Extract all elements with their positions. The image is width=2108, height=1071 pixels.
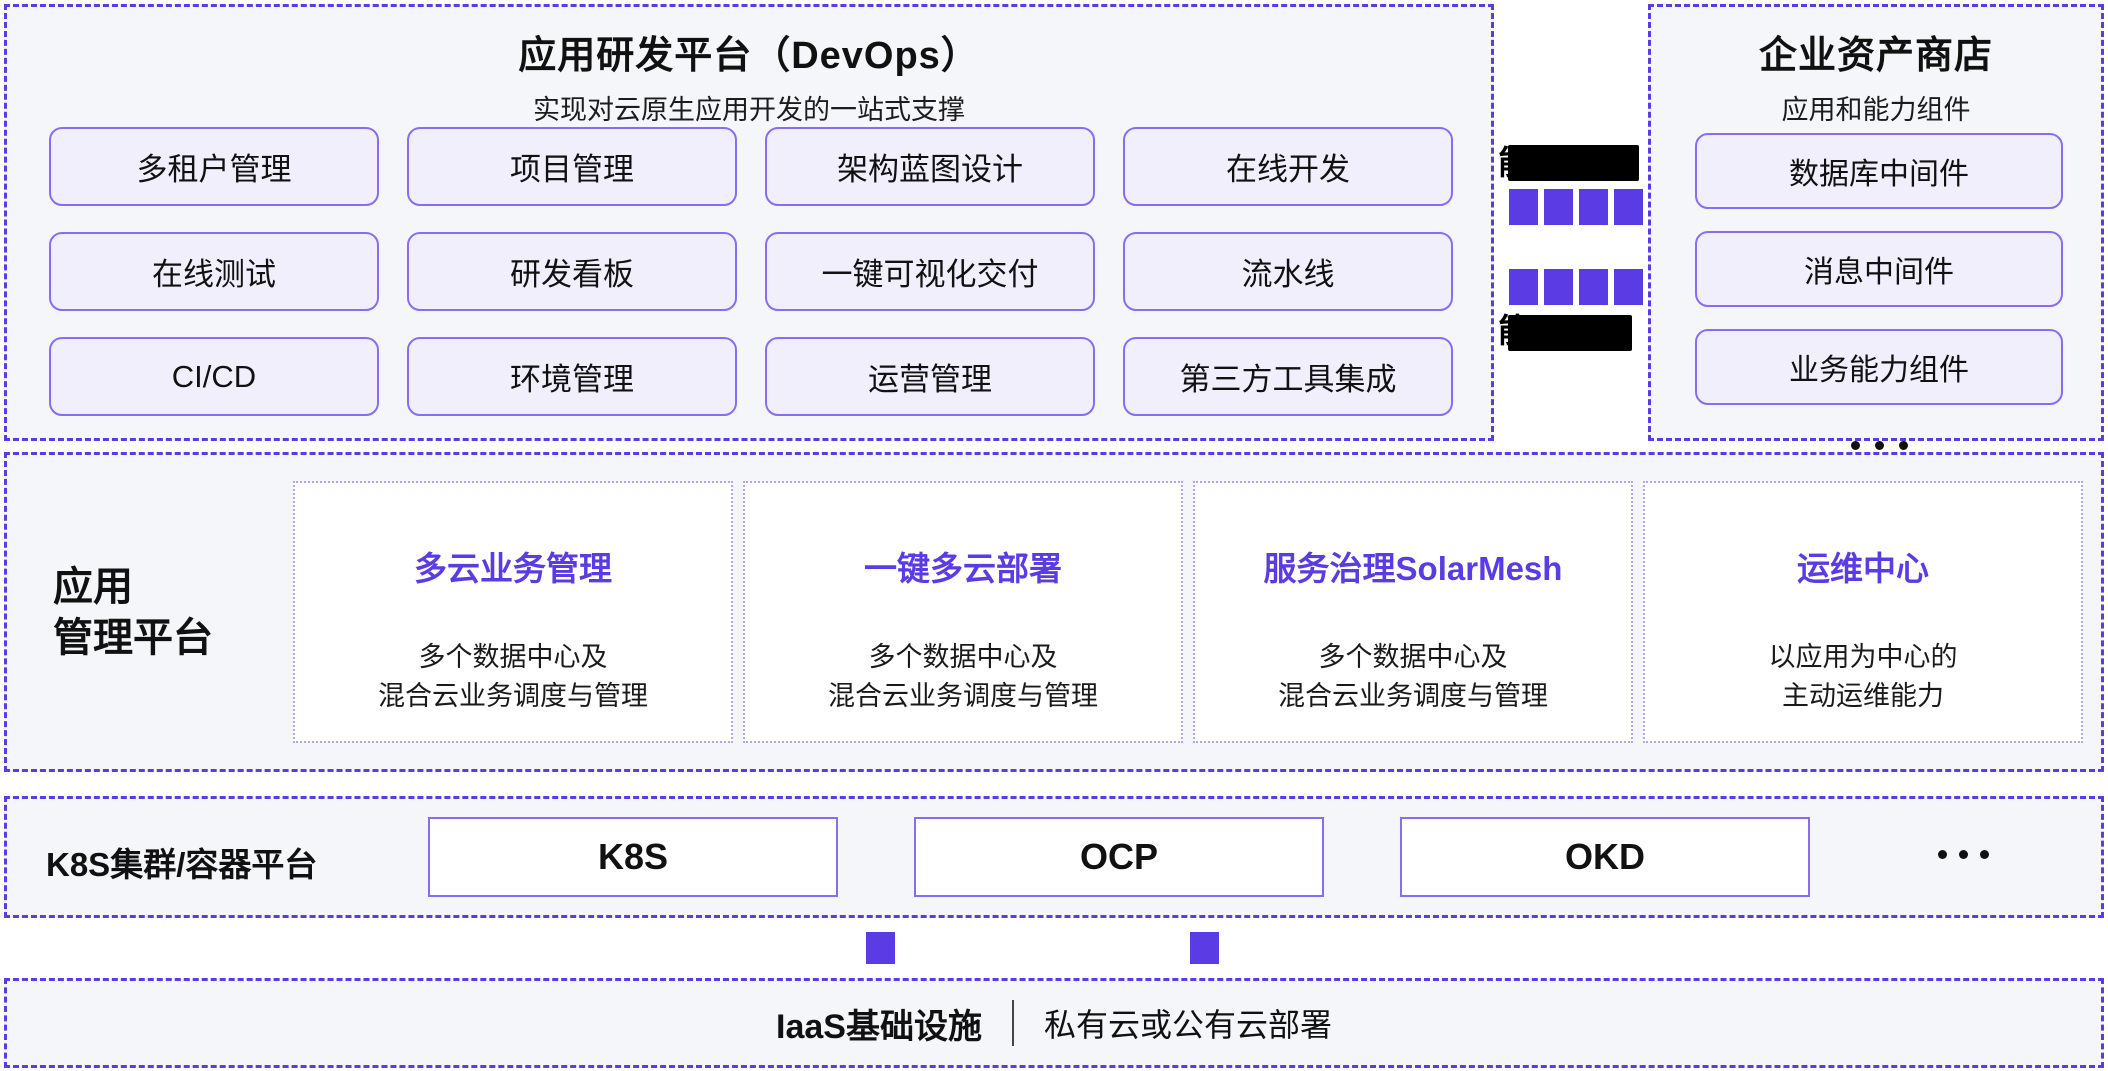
layer-connector-square-left bbox=[866, 932, 895, 964]
mgmt-card-desc: 以应用为中心的 主动运维能力 bbox=[1768, 642, 1958, 712]
iaas-divider bbox=[1011, 1000, 1014, 1046]
asset-store-title: 企业资产商店 bbox=[1758, 35, 1993, 77]
devops-chip-architecture-blueprint[interactable]: 架构蓝图设计 bbox=[765, 127, 1095, 206]
devops-title: 应用研发平台（DevOps） bbox=[518, 35, 980, 77]
ellipsis-dot-icon bbox=[1938, 850, 1947, 859]
k8s-card-okd[interactable]: OKD bbox=[1400, 817, 1810, 897]
asset-store-header: 企业资产商店 应用和能力组件 bbox=[1651, 7, 2101, 127]
connector-square bbox=[1614, 269, 1643, 305]
ellipsis-dot-icon bbox=[1980, 850, 1989, 859]
redaction-bar-top bbox=[1508, 145, 1639, 181]
mgmt-card-title: 服务治理SolarMesh bbox=[1263, 550, 1563, 587]
mgmt-card-desc: 多个数据中心及 混合云业务调度与管理 bbox=[378, 642, 648, 712]
connector-square bbox=[1544, 189, 1573, 225]
connector-square bbox=[1509, 269, 1538, 305]
ellipsis-dot-icon bbox=[1959, 850, 1968, 859]
asset-store-list: 数据库中间件 消息中间件 业务能力组件 bbox=[1695, 133, 2063, 450]
k8s-panel-label: K8S集群/容器平台 bbox=[46, 846, 318, 883]
devops-chip-online-testing[interactable]: 在线测试 bbox=[49, 232, 379, 311]
mgmt-card-desc: 多个数据中心及 混合云业务调度与管理 bbox=[1278, 642, 1548, 712]
iaas-title: IaaS基础设施 bbox=[776, 1007, 982, 1046]
devops-chip-project-management[interactable]: 项目管理 bbox=[407, 127, 737, 206]
connector-square bbox=[1579, 189, 1608, 225]
connector-square bbox=[1509, 189, 1538, 225]
mgmt-card-onekey-multicloud-deploy[interactable]: 一键多云部署 多个数据中心及 混合云业务调度与管理 bbox=[743, 481, 1183, 743]
mgmt-card-service-governance-solarmesh[interactable]: 服务治理SolarMesh 多个数据中心及 混合云业务调度与管理 bbox=[1193, 481, 1633, 743]
devops-chip-dev-kanban[interactable]: 研发看板 bbox=[407, 232, 737, 311]
devops-subtitle: 实现对云原生应用开发的一站式支撑 bbox=[533, 95, 965, 125]
k8s-platform-list: K8S OCP OKD bbox=[428, 817, 1810, 897]
asset-chip-business-capability[interactable]: 业务能力组件 bbox=[1695, 329, 2063, 405]
mgmt-card-title: 运维中心 bbox=[1797, 550, 1929, 587]
devops-capability-grid: 多租户管理 项目管理 架构蓝图设计 在线开发 在线测试 研发看板 一键可视化交付… bbox=[49, 127, 1453, 416]
connector-square bbox=[1579, 269, 1608, 305]
enterprise-asset-store-panel: 企业资产商店 应用和能力组件 数据库中间件 消息中间件 业务能力组件 bbox=[1648, 4, 2104, 450]
iaas-infrastructure-panel: IaaS基础设施 私有云或公有云部署 bbox=[4, 978, 2104, 1068]
devops-header: 应用研发平台（DevOps） 实现对云原生应用开发的一站式支撑 bbox=[7, 7, 1491, 127]
devops-platform-panel: 应用研发平台（DevOps） 实现对云原生应用开发的一站式支撑 多租户管理 项目… bbox=[4, 4, 1494, 441]
application-management-label: 应用 管理平台 bbox=[53, 565, 213, 661]
ellipsis-dot-icon bbox=[1850, 441, 1860, 450]
ellipsis-dot-icon bbox=[1874, 441, 1884, 450]
mgmt-card-title: 多云业务管理 bbox=[414, 550, 612, 587]
connector-square-row-top bbox=[1509, 189, 1643, 225]
asset-store-more-icon[interactable] bbox=[1695, 441, 2063, 450]
redacted-connector-strip: 能 能 bbox=[1498, 4, 1644, 441]
devops-chip-multitenant[interactable]: 多租户管理 bbox=[49, 127, 379, 206]
devops-chip-cicd[interactable]: CI/CD bbox=[49, 337, 379, 416]
asset-store-subtitle: 应用和能力组件 bbox=[1781, 95, 1971, 125]
connector-square bbox=[1544, 269, 1573, 305]
mgmt-card-multicloud-business[interactable]: 多云业务管理 多个数据中心及 混合云业务调度与管理 bbox=[293, 481, 733, 743]
redaction-bar-bottom bbox=[1508, 315, 1632, 351]
k8s-card-ocp[interactable]: OCP bbox=[914, 817, 1324, 897]
devops-chip-operations-management[interactable]: 运营管理 bbox=[765, 337, 1095, 416]
iaas-content: IaaS基础设施 私有云或公有云部署 bbox=[7, 981, 2101, 1065]
devops-chip-thirdparty-integration[interactable]: 第三方工具集成 bbox=[1123, 337, 1453, 416]
connector-square-row-bottom bbox=[1509, 269, 1643, 305]
k8s-more-icon[interactable] bbox=[1938, 850, 1989, 859]
k8s-card-k8s[interactable]: K8S bbox=[428, 817, 838, 897]
ellipsis-dot-icon bbox=[1898, 441, 1908, 450]
iaas-subtitle: 私有云或公有云部署 bbox=[1043, 1007, 1332, 1043]
asset-chip-database-middleware[interactable]: 数据库中间件 bbox=[1695, 133, 2063, 209]
layer-connector-square-right bbox=[1190, 932, 1219, 964]
devops-chip-pipeline[interactable]: 流水线 bbox=[1123, 232, 1453, 311]
mgmt-card-operations-center[interactable]: 运维中心 以应用为中心的 主动运维能力 bbox=[1643, 481, 2083, 743]
application-management-cards: 多云业务管理 多个数据中心及 混合云业务调度与管理 一键多云部署 多个数据中心及… bbox=[293, 481, 2083, 743]
devops-chip-online-development[interactable]: 在线开发 bbox=[1123, 127, 1453, 206]
devops-chip-environment-management[interactable]: 环境管理 bbox=[407, 337, 737, 416]
devops-chip-visual-delivery[interactable]: 一键可视化交付 bbox=[765, 232, 1095, 311]
asset-chip-message-middleware[interactable]: 消息中间件 bbox=[1695, 231, 2063, 307]
connector-square bbox=[1614, 189, 1643, 225]
mgmt-card-title: 一键多云部署 bbox=[864, 550, 1062, 587]
mgmt-card-desc: 多个数据中心及 混合云业务调度与管理 bbox=[828, 642, 1098, 712]
